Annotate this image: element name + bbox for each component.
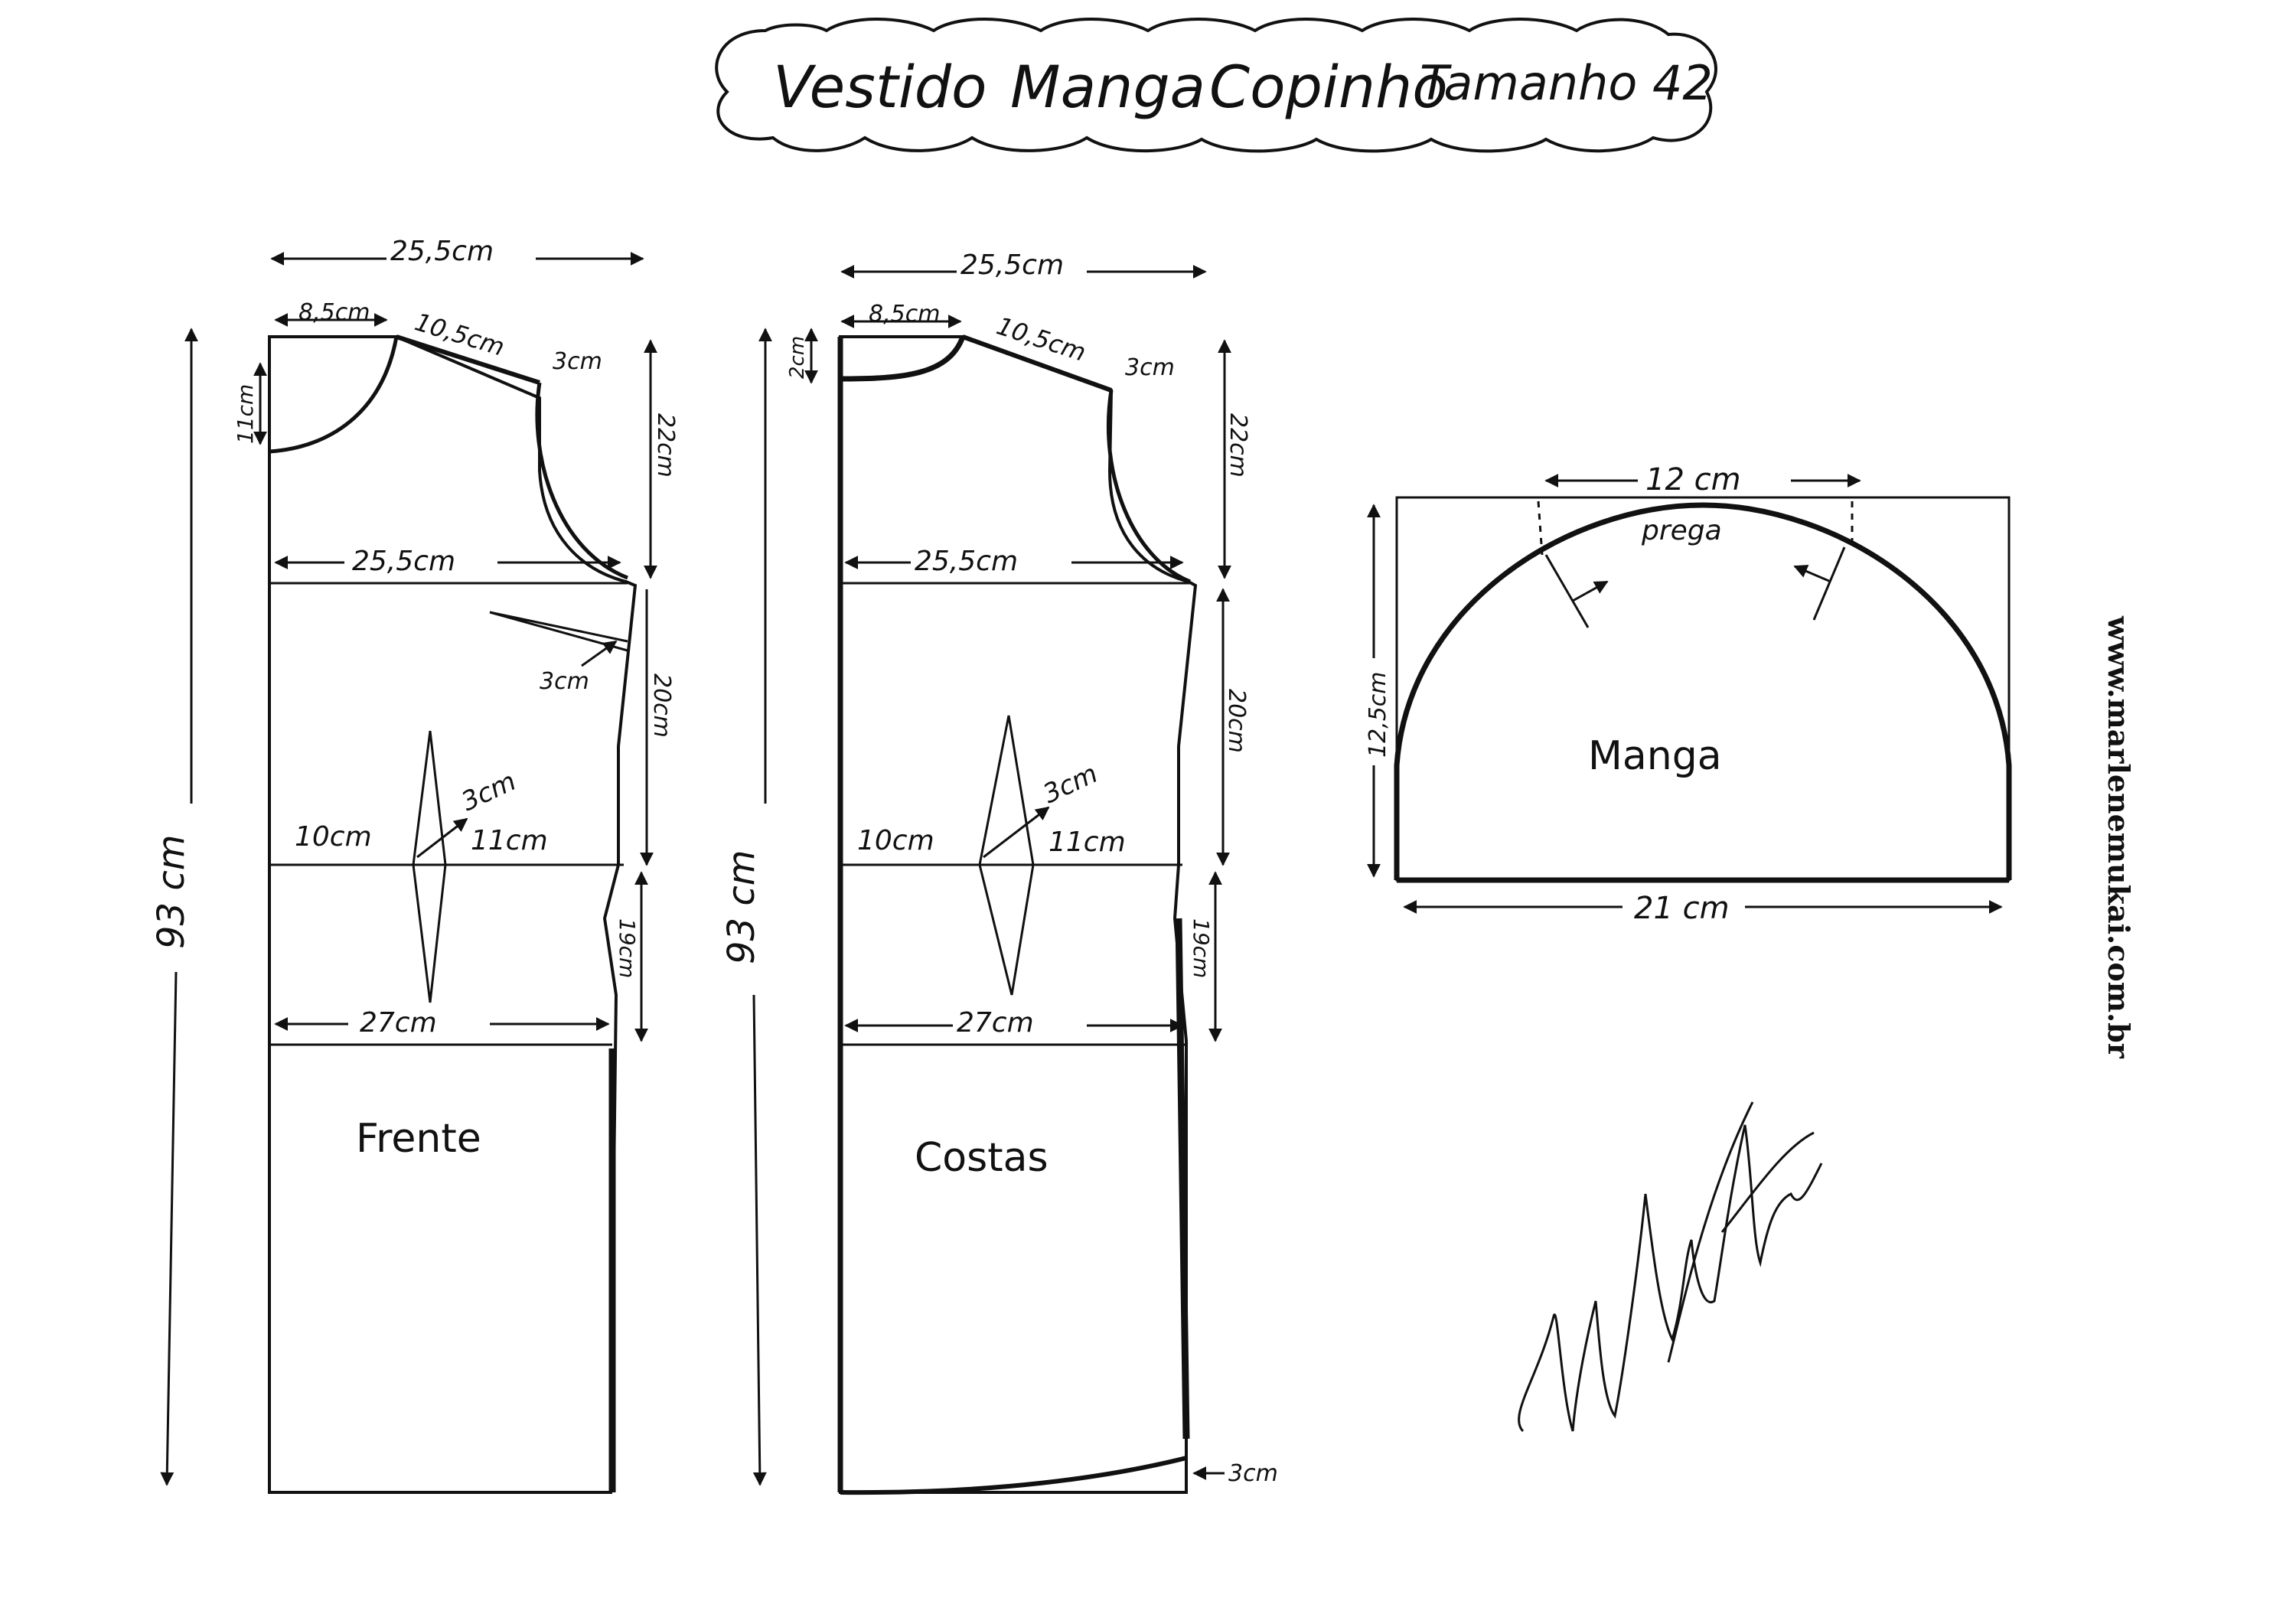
sleeve-bounding-rect xyxy=(1395,496,2011,882)
front-labels: 25,5cm 8,5cm 10,5cm 3cm 11cm 22cm 25,5cm… xyxy=(150,236,679,1162)
back-total-length-label: 93 cm xyxy=(720,850,763,964)
sleeve-pleat-arrow-right-head xyxy=(1793,565,1831,583)
front-armhole-label: 22cm xyxy=(652,413,679,478)
front-outline xyxy=(268,335,638,1494)
back-neck-width-label: 8,5cm xyxy=(869,301,940,328)
back-waist-right-label: 11cm xyxy=(1049,827,1126,858)
signature xyxy=(1518,1101,1823,1433)
sleeve-labels: 12 cm prega 12,5cm Manga 21 cm xyxy=(1365,462,1741,926)
back-labels: 25,5cm 8,5cm 2cm 10,5cm 3cm 22cm 25,5cm … xyxy=(720,249,1278,1487)
back-outline xyxy=(839,335,1198,1494)
front-neck-width-label: 8,5cm xyxy=(298,299,370,326)
sleeve-pleat-label: prega xyxy=(1641,515,1722,546)
front-armhole xyxy=(535,382,628,580)
back-length-dim-bottom xyxy=(752,994,767,1486)
front-hip-width-label: 27cm xyxy=(360,1007,437,1039)
back-hip-width-label: 27cm xyxy=(957,1007,1034,1039)
back-hem-curve xyxy=(840,1456,1187,1495)
title-word-manga: Manga xyxy=(1010,53,1205,121)
back-hem-rise-label: 3cm xyxy=(1228,1460,1278,1487)
title-word-size: Tamanho 42 xyxy=(1420,55,1713,111)
front-hip-length-label: 19cm xyxy=(615,918,640,978)
back-shoulder-line xyxy=(961,334,1113,393)
back-waist-dart-label: 3cm xyxy=(1039,758,1102,810)
signature-stroke xyxy=(1518,1124,1823,1433)
front-bust-dart-arrow xyxy=(581,640,618,667)
sleeve-piece xyxy=(1367,474,2012,914)
front-neck-depth-label: 11cm xyxy=(233,384,258,444)
back-waist-left-label: 10cm xyxy=(857,825,934,856)
back-piece-name: Costas xyxy=(915,1135,1049,1181)
sleeve-height-label: 12,5cm xyxy=(1365,671,1391,758)
front-shoulder-line xyxy=(396,334,540,385)
sleeve-top-width-label: 12 cm xyxy=(1645,462,1741,497)
front-total-length-label: 93 cm xyxy=(150,835,193,949)
back-armhole xyxy=(1107,390,1191,584)
title-banner: Vestido Manga Copinho Tamanho 42 xyxy=(715,18,1717,153)
front-top-width-label: 25,5cm xyxy=(390,236,494,267)
sleeve-piece-name: Manga xyxy=(1588,733,1722,779)
back-shoulder-drop-label: 3cm xyxy=(1125,354,1175,381)
back-shoulder-label: 10,5cm xyxy=(993,311,1090,367)
back-top-width-label: 25,5cm xyxy=(960,249,1064,281)
back-hip-length-label: 19cm xyxy=(1189,918,1214,978)
back-neck-depth-label: 2cm xyxy=(786,336,809,379)
sleeve-cap-curve xyxy=(1394,502,2012,880)
back-side-seam-lower xyxy=(1175,918,1190,1440)
front-dart-label: 3cm xyxy=(540,668,589,695)
front-bust-width-label: 25,5cm xyxy=(352,546,455,577)
website-url: www.marlenemukai.com.br xyxy=(2102,615,2136,1059)
front-waist-dart-label: 3cm xyxy=(457,766,520,817)
front-piece-name: Frente xyxy=(356,1116,481,1162)
front-piece xyxy=(160,252,657,1494)
front-waist-dart-arrow xyxy=(416,817,468,859)
sleeve-pleat-guide-left xyxy=(1537,501,1544,556)
title-cloud-outline xyxy=(715,18,1717,153)
title-word-vestido: Vestido xyxy=(773,53,987,121)
sleeve-base-width-label: 21 cm xyxy=(1634,891,1730,926)
back-bust-width-label: 25,5cm xyxy=(915,546,1018,577)
back-neckline xyxy=(840,335,966,382)
front-length-dim-bottom xyxy=(160,971,178,1486)
sleeve-pleat-arrow-left-head xyxy=(1572,580,1609,602)
front-waist-dart xyxy=(412,730,447,1003)
signature-flourish xyxy=(1667,1101,1815,1363)
front-shoulder-label: 10,5cm xyxy=(412,307,508,361)
title-word-copinho: Copinho xyxy=(1209,53,1448,121)
front-bust-dart xyxy=(489,611,628,652)
sleeve-pleat-arrow-right xyxy=(1812,546,1846,621)
front-waist-length-label: 20cm xyxy=(648,673,675,738)
sleeve-pleat-arrow-left xyxy=(1544,554,1590,628)
back-piece xyxy=(752,265,1231,1495)
front-waist-left-label: 10cm xyxy=(295,821,372,853)
back-waist-length-label: 20cm xyxy=(1223,689,1250,753)
front-shoulder-drop-label: 3cm xyxy=(553,348,602,375)
front-neckline xyxy=(269,336,399,454)
back-waist-dart-arrow xyxy=(983,806,1050,859)
back-armhole-label: 22cm xyxy=(1225,413,1251,478)
front-waist-right-label: 11cm xyxy=(471,825,548,856)
back-waist-dart xyxy=(978,715,1035,996)
